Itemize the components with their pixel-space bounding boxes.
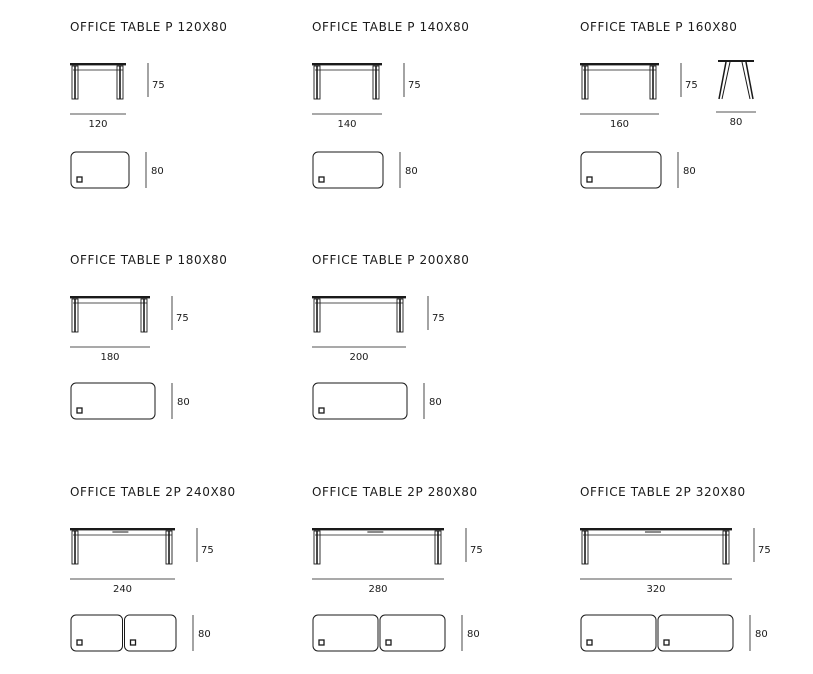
- table-top-plan: [312, 151, 384, 189]
- table-top: [70, 296, 150, 299]
- side-leg-right-inner: [741, 61, 751, 100]
- plan-view: 80: [70, 614, 211, 652]
- elevation-view: 75 140: [312, 63, 421, 130]
- plan-view: 80: [70, 151, 164, 189]
- depth-label: 80: [429, 397, 442, 408]
- elevation-view: 75 320: [580, 528, 771, 595]
- table-title: OFFICE TABLE 2P 240X80: [70, 485, 236, 499]
- cable-port-icon: [586, 639, 593, 646]
- cable-port-icon: [318, 176, 325, 183]
- height-label: 75: [176, 313, 189, 324]
- elevation-view: 75 160: [580, 63, 698, 130]
- length-label: 180: [100, 352, 119, 363]
- cable-port-icon: [76, 407, 83, 414]
- cable-port-icon: [318, 639, 325, 646]
- elevation-view: 75 120: [70, 63, 165, 130]
- length-label: 280: [368, 584, 387, 595]
- side-leg-left-inner: [721, 61, 731, 100]
- elevation-view: 75 200: [312, 296, 445, 363]
- side-depth-label: 80: [730, 117, 743, 128]
- table-top-plan: [580, 614, 657, 652]
- cable-port-icon: [129, 639, 137, 646]
- plan-view: 80: [580, 614, 768, 652]
- cable-port-icon: [318, 407, 325, 414]
- length-label: 320: [646, 584, 665, 595]
- depth-label: 80: [177, 397, 190, 408]
- height-label: 75: [685, 80, 698, 91]
- height-label: 75: [152, 80, 165, 91]
- height-label: 75: [470, 545, 483, 556]
- length-label: 240: [113, 584, 132, 595]
- table-top: [580, 63, 659, 66]
- length-label: 140: [337, 119, 356, 130]
- table-title: OFFICE TABLE P 200X80: [312, 253, 470, 267]
- cable-port-icon: [385, 639, 392, 646]
- elevation-view: 75 180: [70, 296, 189, 363]
- table-title: OFFICE TABLE P 160X80: [580, 20, 738, 34]
- table-top: [312, 296, 406, 299]
- depth-label: 80: [755, 629, 768, 640]
- side-leg-right: [745, 61, 754, 100]
- depth-label: 80: [405, 166, 418, 177]
- table-title: OFFICE TABLE 2P 320X80: [580, 485, 746, 499]
- table-top-plan: [312, 614, 379, 652]
- cable-port-icon: [663, 639, 670, 646]
- depth-label: 80: [467, 629, 480, 640]
- side-leg-left: [718, 61, 727, 100]
- table-top: [312, 528, 444, 531]
- table-top-plan: [70, 614, 123, 652]
- table-top-plan: [379, 614, 446, 652]
- table-top: [580, 528, 732, 531]
- length-label: 120: [88, 119, 107, 130]
- depth-label: 80: [683, 166, 696, 177]
- plan-view: 80: [312, 614, 480, 652]
- plan-view: 80: [580, 151, 696, 189]
- table-top-plan: [657, 614, 734, 652]
- cable-port-icon: [586, 176, 593, 183]
- table-top: [312, 63, 382, 66]
- table-top-plan: [70, 151, 130, 189]
- table-top-plan: [70, 382, 156, 420]
- cable-port-icon: [76, 176, 83, 183]
- length-label: 160: [610, 119, 629, 130]
- height-label: 75: [408, 80, 421, 91]
- height-label: 75: [758, 545, 771, 556]
- height-label: 75: [201, 545, 214, 556]
- table-title: OFFICE TABLE P 120X80: [70, 20, 228, 34]
- plan-view: 80: [312, 382, 442, 420]
- depth-label: 80: [198, 629, 211, 640]
- table-top-plan: [124, 614, 177, 652]
- table-top-plan: [312, 382, 408, 420]
- height-label: 75: [432, 313, 445, 324]
- table-title: OFFICE TABLE 2P 280X80: [312, 485, 478, 499]
- table-top-plan: [580, 151, 662, 189]
- plan-view: 80: [312, 151, 418, 189]
- elevation-view: 75 240: [70, 528, 214, 595]
- table-title: OFFICE TABLE P 140X80: [312, 20, 470, 34]
- length-label: 200: [349, 352, 368, 363]
- table-top: [70, 63, 126, 66]
- depth-label: 80: [151, 166, 164, 177]
- elevation-view: 75 280: [312, 528, 483, 595]
- plan-view: 80: [70, 382, 190, 420]
- table-top: [70, 528, 175, 531]
- table-title: OFFICE TABLE P 180X80: [70, 253, 228, 267]
- cable-port-icon: [76, 639, 83, 646]
- side-elevation-view: 80: [716, 60, 756, 128]
